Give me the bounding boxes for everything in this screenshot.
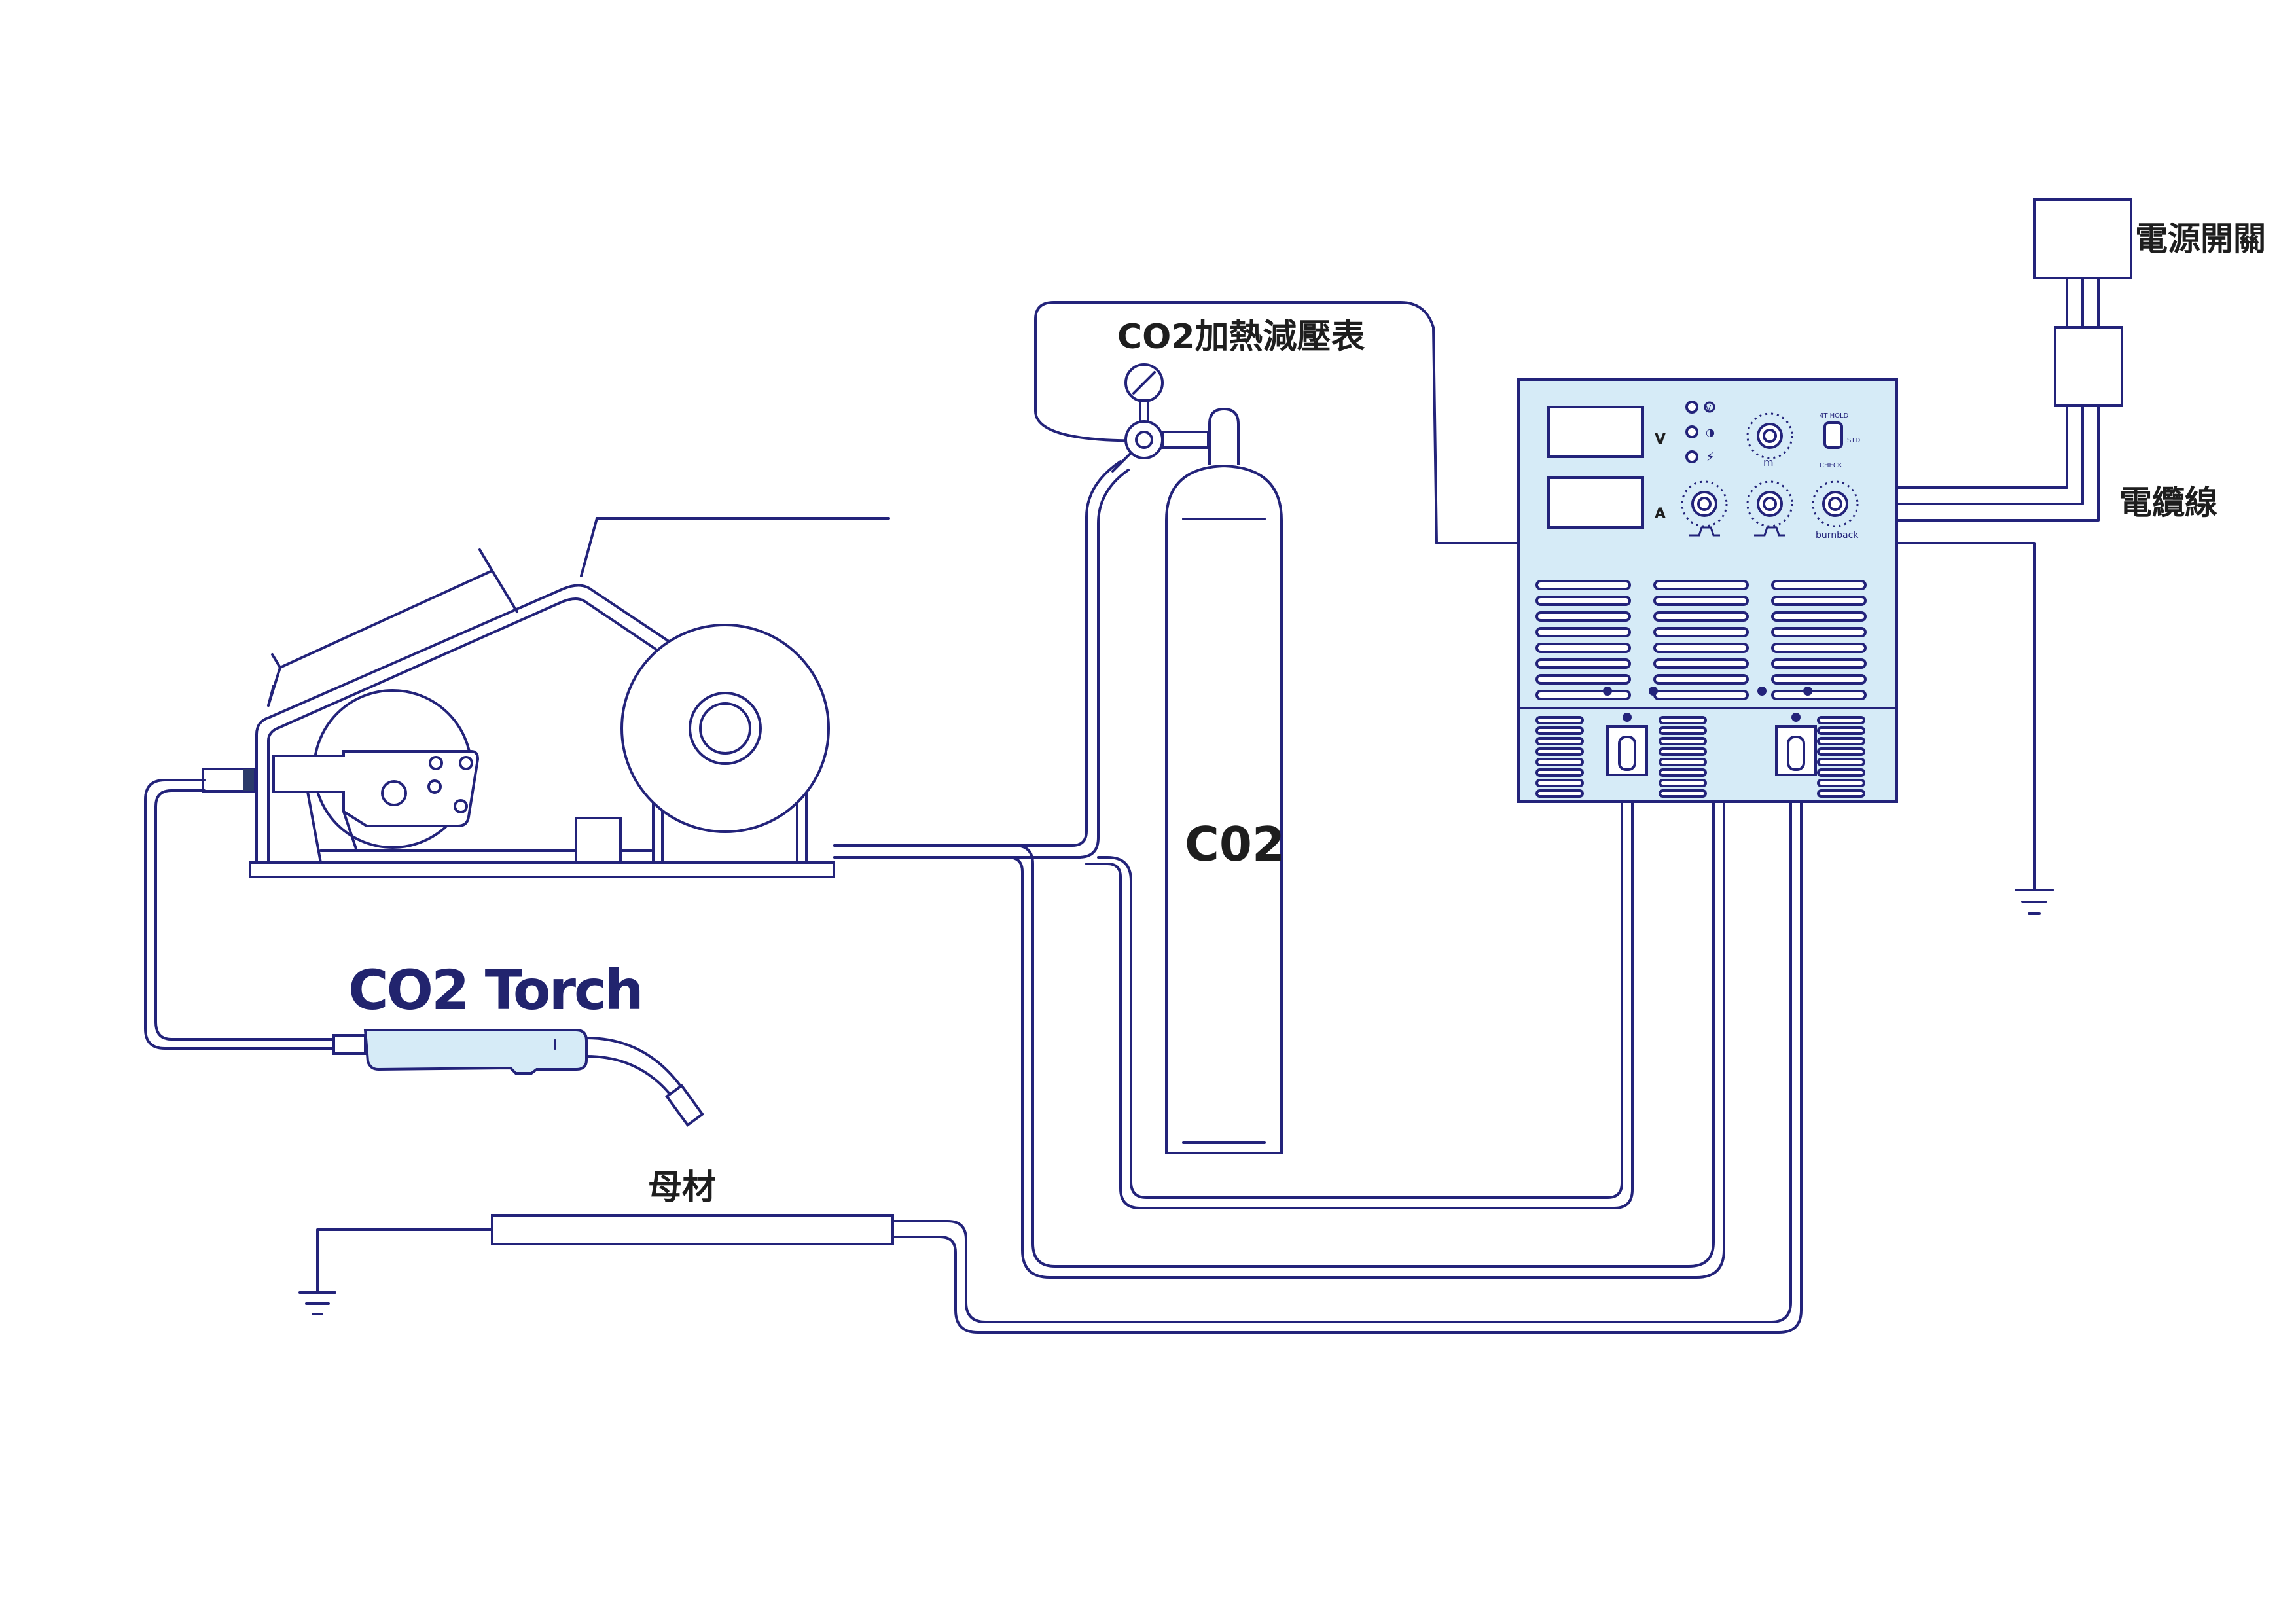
vent-slot [1535,690,1631,700]
vent-slot [1771,596,1867,606]
burnback-knob[interactable]: burnback [1812,480,1859,541]
mode-switch[interactable]: 4T HOLD STD CHECK [1820,412,1860,469]
power-cable-work [891,738,1792,1323]
output-terminal-right[interactable] [1775,713,1817,776]
vent-slot [1771,611,1867,622]
vent-slot [1817,747,1865,756]
svg-text:◑: ◑ [1706,426,1715,438]
volt-display [1547,406,1644,458]
cylinder-label: C02 [1185,817,1285,872]
vent-slot [1659,779,1707,787]
power-cable-feeder [833,705,1715,1268]
torch-cable [144,779,335,1050]
co2-cylinder [1165,407,1283,1154]
vent-slot [1535,627,1631,637]
vent-slot [1817,789,1865,798]
vent-slot [1653,690,1749,700]
vent-slot [1535,789,1584,798]
vent-grille-upper [1535,580,1867,700]
torch-label: CO2 Torch [348,958,642,1022]
vent-slot [1535,643,1631,653]
vent-slot [1659,716,1707,724]
svg-text:⚡: ⚡ [1706,449,1715,465]
vent-slot [1653,580,1749,590]
regulator-label: CO2加熱減壓表 [1117,317,1365,357]
vent-slot [1535,779,1584,787]
power-switch-label: 電源開關 [2135,220,2266,258]
vent-slot [1653,658,1749,669]
svg-text:STD: STD [1847,437,1860,444]
vent-slot [1817,779,1865,787]
cable-label: 電纜線 [2119,484,2217,522]
vent-slot [1535,758,1584,766]
power-cable-left-terminal [1097,738,1623,1199]
base-metal-label: 母材 [648,1168,716,1207]
vent-slot [1659,758,1707,766]
co2-torch [332,1029,704,1127]
svg-text:CHECK: CHECK [1820,462,1842,469]
vent-slot [1535,674,1631,685]
regulator-signal-cable [1034,301,1520,544]
vent-slot [1771,658,1867,669]
wire-speed-knob[interactable]: m [1746,412,1793,469]
vent-slot [1535,658,1631,669]
vent-slot [1817,768,1865,777]
vent-slot [1817,726,1865,735]
svg-text:4T HOLD: 4T HOLD [1820,412,1849,419]
vent-slot [1659,747,1707,756]
vent-slot [1535,726,1584,735]
volt-unit: V [1655,431,1666,448]
vent-slot [1535,580,1631,590]
amp-unit: A [1655,506,1666,522]
vent-slot [1535,768,1584,777]
voltage-knob[interactable] [1681,480,1728,537]
current-knob[interactable] [1746,480,1793,537]
vent-slot [1817,737,1865,745]
ground-symbol-right [2015,889,2054,915]
vent-slot [1771,674,1867,685]
ground-symbol-left [298,1291,336,1315]
gas-hose [833,460,1122,847]
vent-slot [1817,716,1865,724]
wire-feeder [202,517,890,878]
svg-text:V: V [1706,404,1712,413]
vent-slot [1535,747,1584,756]
vent-slot [1653,627,1749,637]
vent-slot [1659,768,1707,777]
vent-slot [1771,690,1867,700]
base-metal [298,1214,894,1315]
vent-grille-lower [1535,716,1865,798]
power-switch [1895,198,2132,915]
svg-text:burnback: burnback [1816,530,1859,541]
vent-slot [1653,596,1749,606]
breaker-box [2054,326,2123,407]
amp-display [1547,476,1644,529]
vent-slot [1817,758,1865,766]
vent-slot [1771,627,1867,637]
co2-regulator [1111,363,1210,473]
vent-slot [1659,737,1707,745]
vent-slot [1653,674,1749,685]
vent-slot [1535,596,1631,606]
vent-slot [1653,643,1749,653]
vent-slot [1535,737,1584,745]
vent-slot [1771,580,1867,590]
vent-slot [1653,611,1749,622]
svg-text:m: m [1763,456,1774,469]
vent-slot [1771,643,1867,653]
vent-slot [1535,716,1584,724]
output-terminal-left[interactable] [1606,713,1648,776]
vent-slot [1659,789,1707,798]
power-supply: V A V ◑ ⚡ m [1517,378,1898,803]
vent-slot [1659,726,1707,735]
vent-slot [1535,611,1631,622]
